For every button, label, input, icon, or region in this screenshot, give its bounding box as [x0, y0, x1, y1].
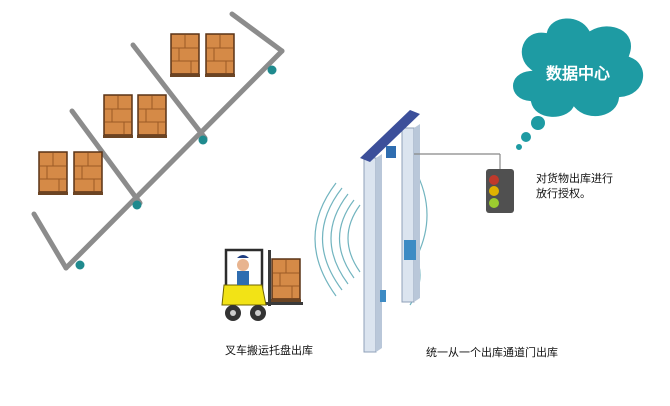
- gate-label: 统一从一个出库通道门出库: [426, 346, 558, 359]
- data-center-label: 数据中心: [545, 64, 610, 83]
- pallet-box-icon: [37, 33, 236, 196]
- rack-node: [267, 65, 277, 75]
- rack-nodes: [75, 65, 277, 270]
- storage-rack: [31, 11, 285, 271]
- data-link: [414, 153, 501, 169]
- traffic-light-icon: [486, 169, 514, 213]
- rfid-gate-icon: [360, 110, 420, 353]
- cloud-icon: [511, 16, 646, 152]
- forklift-icon: [221, 248, 303, 321]
- forklift-label: 叉车搬运托盘出库: [225, 344, 313, 357]
- rack-node: [132, 200, 142, 210]
- authorization-label: 对货物出库进行放行授权。: [536, 172, 613, 200]
- rack-node: [75, 260, 85, 270]
- rack-node: [198, 135, 208, 145]
